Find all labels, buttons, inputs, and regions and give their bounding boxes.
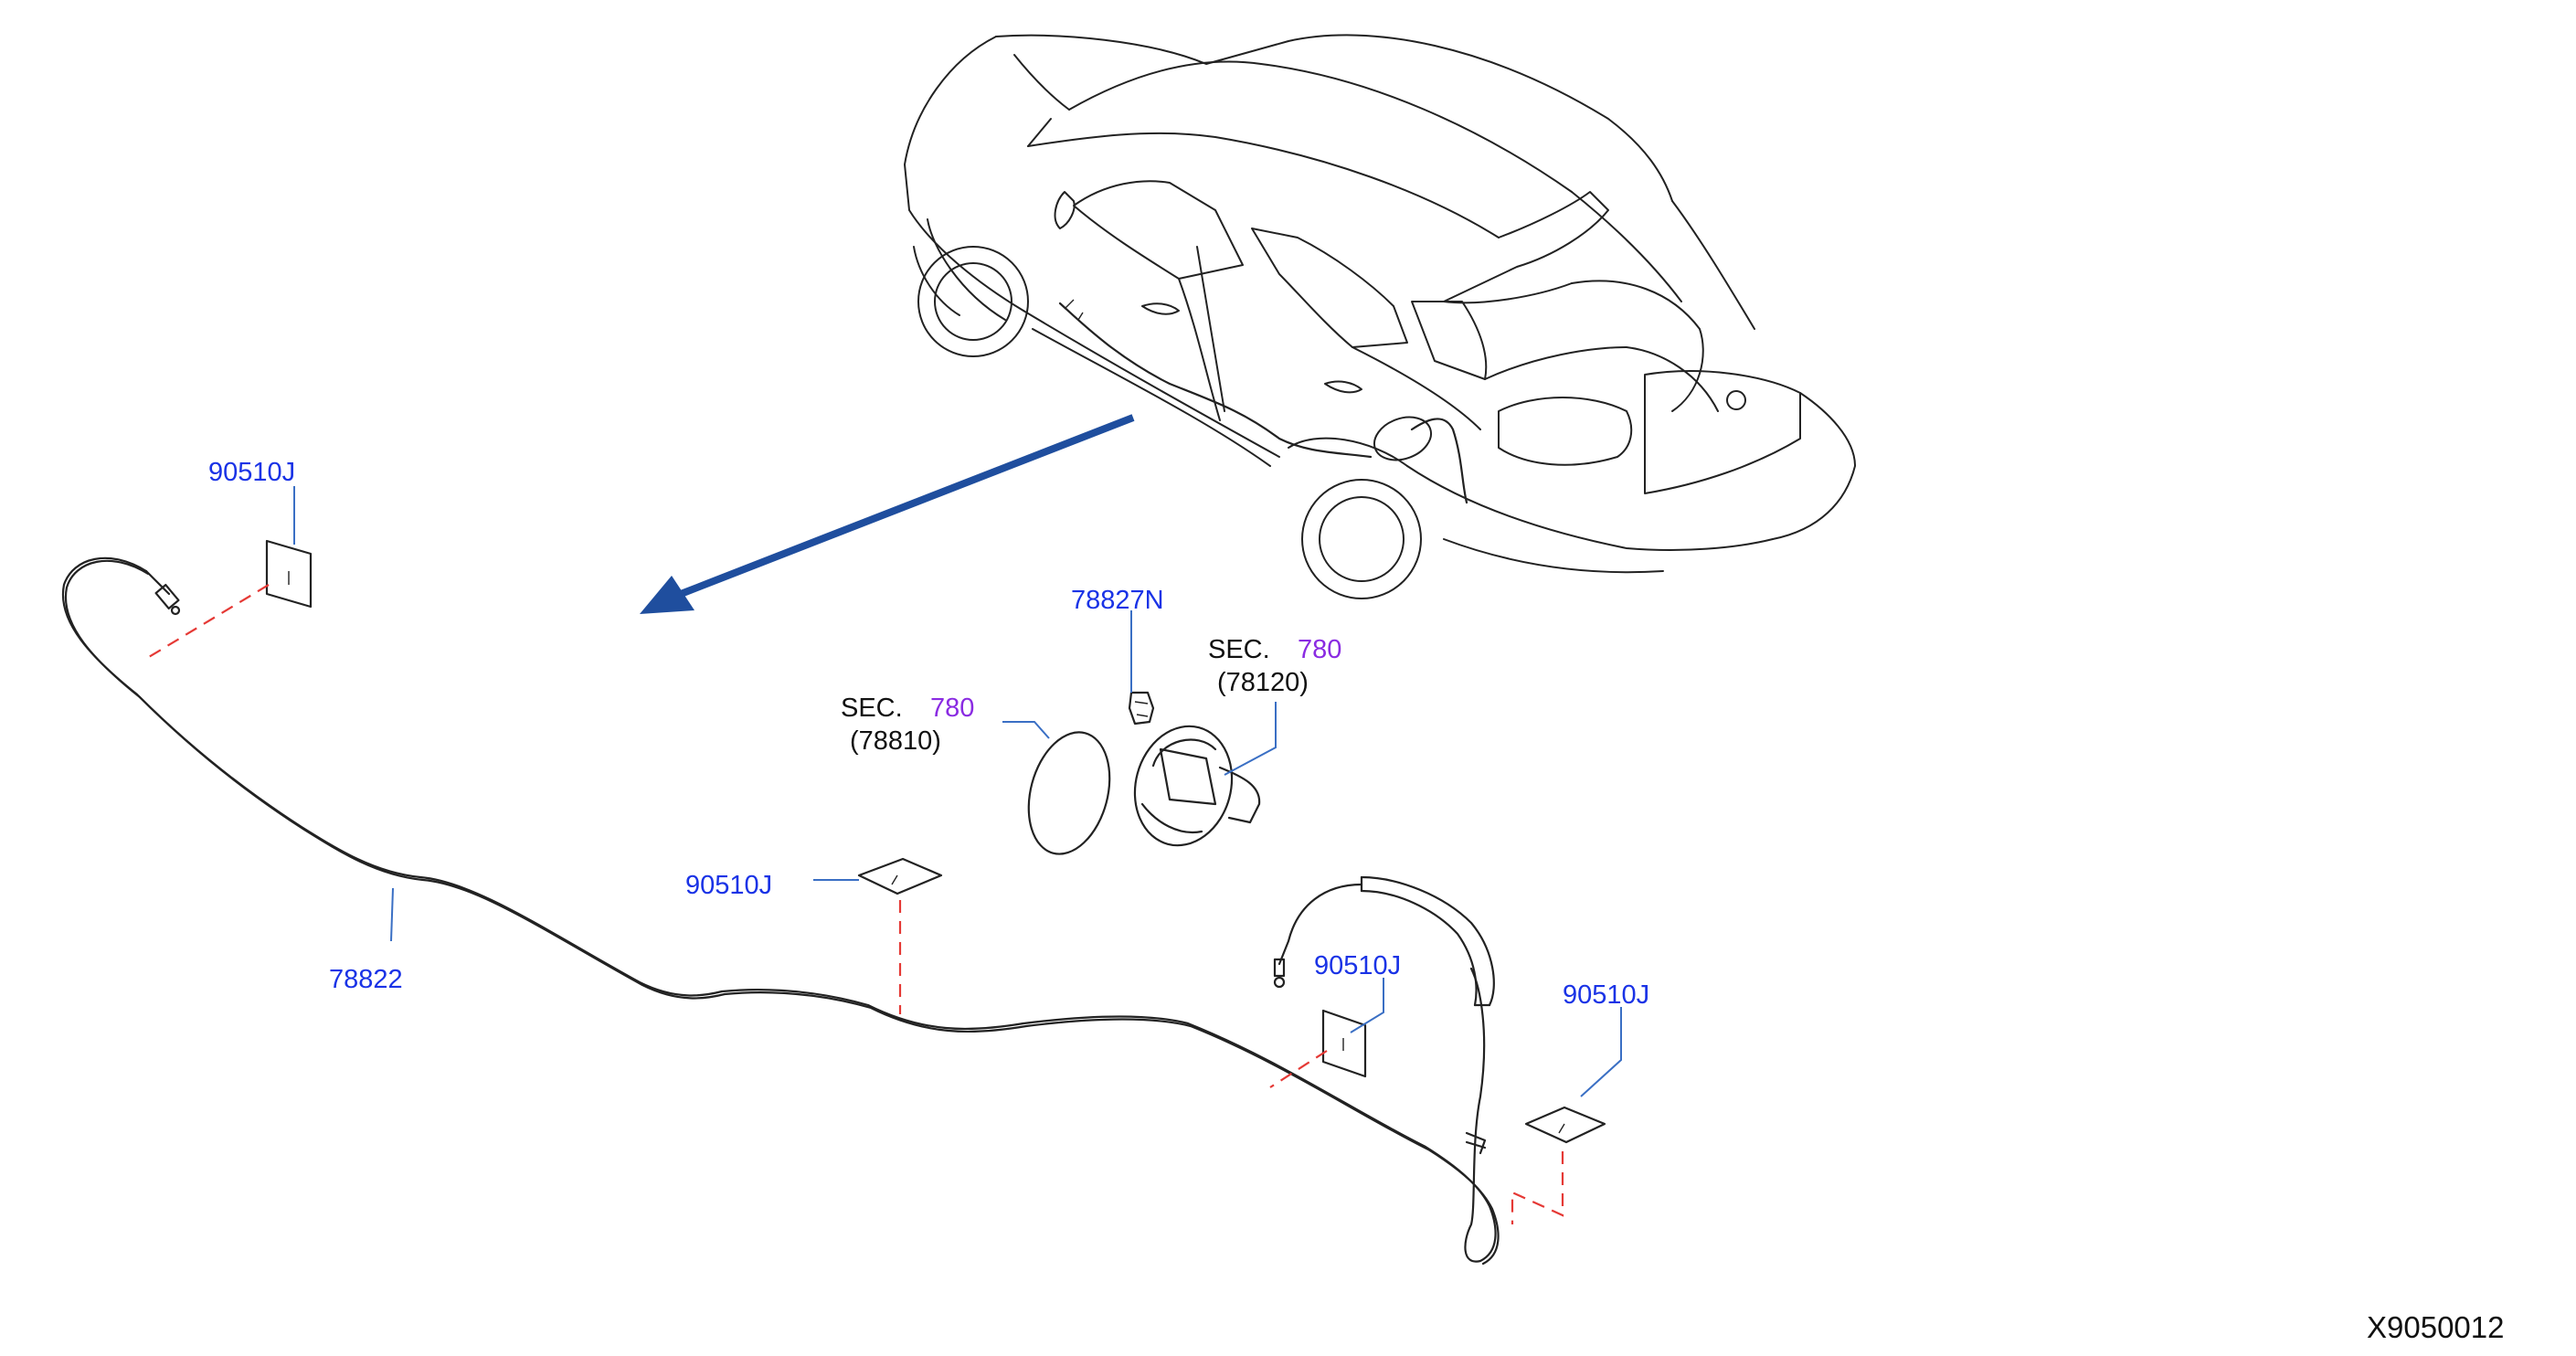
- callout-cable: 78822: [329, 965, 403, 994]
- fuel-lid-opener-cable: [61, 556, 1500, 1266]
- callout-clip-middle: 90510J: [685, 871, 772, 900]
- installation-guide-lines: [143, 584, 1564, 1224]
- leader-lines: [293, 486, 1622, 1097]
- callout-sec-left-number: 780: [930, 694, 974, 723]
- clip-sticker-right-a: [1321, 1009, 1367, 1078]
- fuel-lid-opener-actuator: [1128, 691, 1155, 726]
- clip-sticker-middle: [857, 857, 943, 895]
- view-direction-arrow: [640, 414, 1135, 614]
- callout-sec-right-number: 780: [1298, 635, 1341, 664]
- clip-sticker-top-left: [265, 539, 313, 609]
- callout-sec-left-prefix: SEC.: [841, 694, 903, 723]
- diagram-code: X9050012: [2367, 1310, 2504, 1344]
- vehicle-illustration: [904, 34, 1856, 599]
- fuel-filler-lid: [1027, 731, 1111, 855]
- callout-clip-right-b: 90510J: [1563, 980, 1649, 1010]
- callout-sec-right-prefix: SEC.: [1208, 635, 1270, 664]
- callout-clip-top-left: 90510J: [208, 458, 295, 487]
- clip-sticker-right-b: [1524, 1106, 1606, 1144]
- callout-opener: 78827N: [1071, 586, 1164, 615]
- callout-sec-left-part: (78810): [850, 726, 941, 756]
- callout-sec-right-part: (78120): [1217, 668, 1309, 697]
- callout-clip-right-a: 90510J: [1314, 951, 1401, 980]
- fuel-filler-base: [1133, 725, 1261, 847]
